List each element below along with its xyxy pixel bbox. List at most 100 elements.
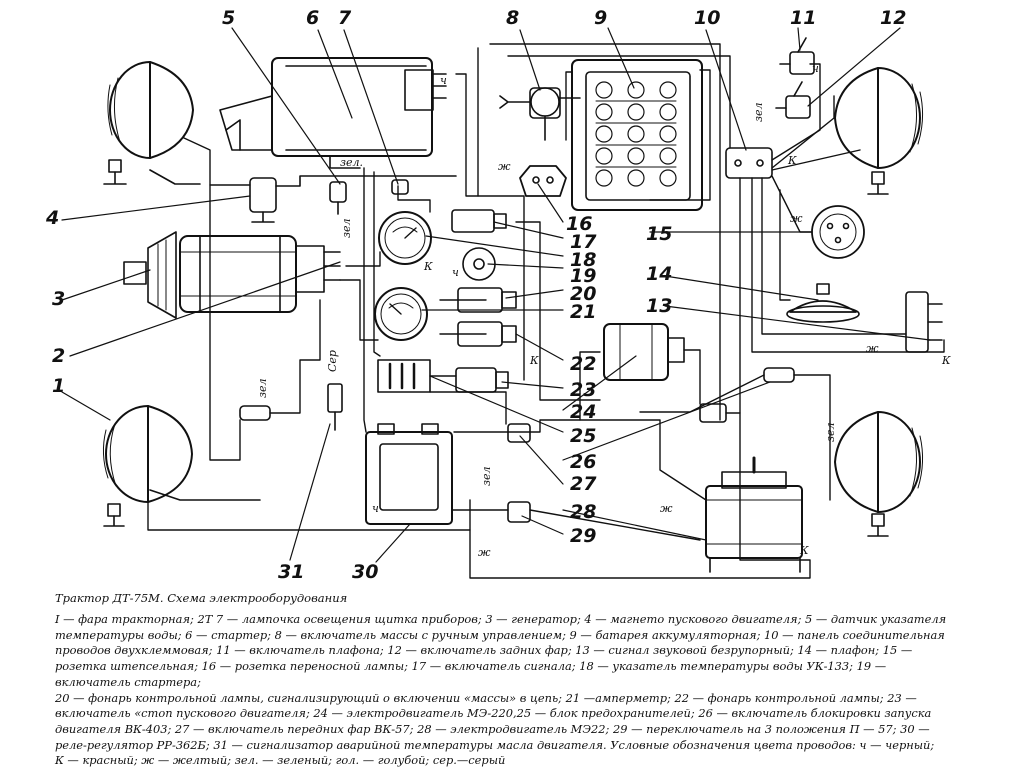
tag-red-5: К: [799, 544, 809, 557]
ceiling-light-switch: [779, 37, 815, 75]
socket-portable-lamp: [519, 165, 567, 197]
callout-21: 21: [570, 301, 596, 323]
electric-motor-me22: [705, 456, 803, 573]
connector-right: [763, 367, 795, 383]
legend-line: включатель стартера;: [55, 674, 201, 689]
callout-23: 23: [570, 379, 596, 401]
tag-green-1: зел.: [340, 156, 363, 169]
headlight-rear-right-top: [834, 67, 924, 195]
callout-7: 7: [338, 7, 352, 29]
panel-lamp: [391, 179, 409, 195]
callout-1: 1: [52, 375, 65, 397]
tag-red-2: К: [529, 354, 539, 367]
ceiling-light: [786, 283, 860, 323]
callout-18: 18: [570, 249, 596, 271]
tag-yellow-3: ж: [866, 342, 879, 355]
three-position-switch: [507, 501, 531, 523]
tag-black-3: ч: [372, 502, 379, 515]
water-temp-sensor: [329, 181, 347, 215]
horn: [905, 291, 943, 353]
callout-14: 14: [646, 263, 672, 285]
tag-black-1: ч: [440, 74, 447, 87]
callout-19: 19: [570, 265, 596, 287]
callout-labels: 1 2 3 4 5 6 7 8 9 10 11 12 13 14 15 16 1…: [45, 7, 906, 583]
callout-4: 4: [45, 207, 59, 229]
wire-color-tags: зел. зел зел зел зел зел ч ч ч ч К К К К…: [256, 62, 951, 559]
front-lights-switch: [507, 423, 531, 443]
tag-yellow-4: ж: [660, 502, 673, 515]
tag-yellow-2: ж: [790, 212, 803, 225]
ammeter: [374, 287, 428, 341]
headlight-front-left-bottom: [102, 405, 261, 527]
electric-motor-me220: [603, 323, 685, 381]
legend-line: проводов двухклеммовая; 11 — включатель …: [55, 643, 913, 658]
legend-line: К — красный; ж — желтый; зел. — зеленый;…: [55, 753, 506, 768]
legend-line: 20 — фонарь контрольной лампы, сигнализи…: [55, 690, 917, 705]
legend-line: двигателя ВК-403; 27 — включатель передн…: [55, 721, 930, 736]
diagram-caption: Трактор ДТ-75М. Схема электрооборудовани…: [55, 591, 348, 605]
tag-red-3: К: [787, 154, 797, 167]
wiring-harness: [147, 43, 945, 579]
tag-yellow-5: ж: [478, 546, 491, 559]
tag-yellow-1: ж: [498, 160, 511, 173]
legend-line: розетка штепсельная; 16 — розетка перено…: [55, 659, 887, 674]
callout-10: 10: [694, 7, 720, 29]
mass-switch: [499, 87, 581, 141]
generator: [123, 231, 341, 319]
callout-11: 11: [790, 7, 816, 29]
starter: [219, 57, 447, 169]
callout-26: 26: [570, 451, 596, 473]
wiring-diagram: 1 2 3 4 5 6 7 8 9 10 11 12 13 14 15 16 1…: [45, 7, 951, 583]
tag-green-5: зел: [752, 102, 765, 122]
callout-3: 3: [52, 288, 65, 310]
legend-line: включатель «стоп пускового двигателя; 24…: [55, 706, 932, 721]
tag-black-4: ч: [812, 62, 819, 75]
legend-line: температуры воды; 6 — стартер; 8 — включ…: [55, 627, 945, 642]
callout-20: 20: [570, 283, 596, 305]
legend-line: реле-регулятор РР-362Б; 31 — сигнализато…: [55, 737, 935, 752]
fuse-block: [377, 359, 431, 393]
rear-lights-switch: [775, 81, 811, 119]
callout-15: 15: [646, 223, 672, 245]
water-temperature-gauge: [378, 211, 432, 265]
headlight-front-left-top: [103, 61, 201, 185]
tag-green-4: зел: [824, 422, 837, 442]
magneto: [249, 175, 457, 223]
callout-28: 28: [570, 501, 596, 523]
tag-green-3: зел: [480, 466, 493, 486]
callout-24: 24: [570, 401, 596, 423]
tag-grey-1: Сер: [326, 350, 339, 372]
stop-switch: [455, 367, 509, 393]
callout-9: 9: [594, 7, 607, 29]
plug-socket: [811, 205, 865, 259]
connector-left: [239, 405, 271, 421]
callout-31: 31: [278, 561, 304, 583]
connection-panel: [725, 147, 773, 179]
callout-5: 5: [222, 7, 235, 29]
battery: [571, 59, 703, 211]
relay-regulator: [365, 423, 453, 525]
oil-temperature-sensor: [327, 383, 343, 431]
callout-12: 12: [880, 7, 906, 29]
callout-29: 29: [570, 525, 596, 547]
callout-22: 22: [570, 353, 596, 375]
tag-green-6: зел: [340, 218, 353, 238]
tag-red-4: К: [941, 354, 951, 367]
callout-30: 30: [352, 561, 378, 583]
tag-black-2: ч: [452, 266, 459, 279]
callout-6: 6: [306, 7, 319, 29]
callout-16: 16: [566, 213, 592, 235]
leader-lines: [61, 27, 931, 563]
tag-green-2: зел: [256, 378, 269, 398]
legend: I — фара тракторная; 2Т 7 — лампочка осв…: [55, 612, 970, 769]
callout-17: 17: [570, 231, 597, 253]
callout-13: 13: [646, 295, 672, 317]
tag-red-1: К: [423, 260, 433, 273]
signal-switch: [451, 209, 507, 233]
callout-8: 8: [506, 7, 519, 29]
callout-27: 27: [570, 473, 597, 495]
headlight-rear-right-bottom: [834, 411, 924, 537]
legend-line: I — фара тракторная; 2Т 7 — лампочка осв…: [55, 612, 947, 626]
callout-2: 2: [52, 345, 65, 367]
callout-25: 25: [570, 425, 596, 447]
